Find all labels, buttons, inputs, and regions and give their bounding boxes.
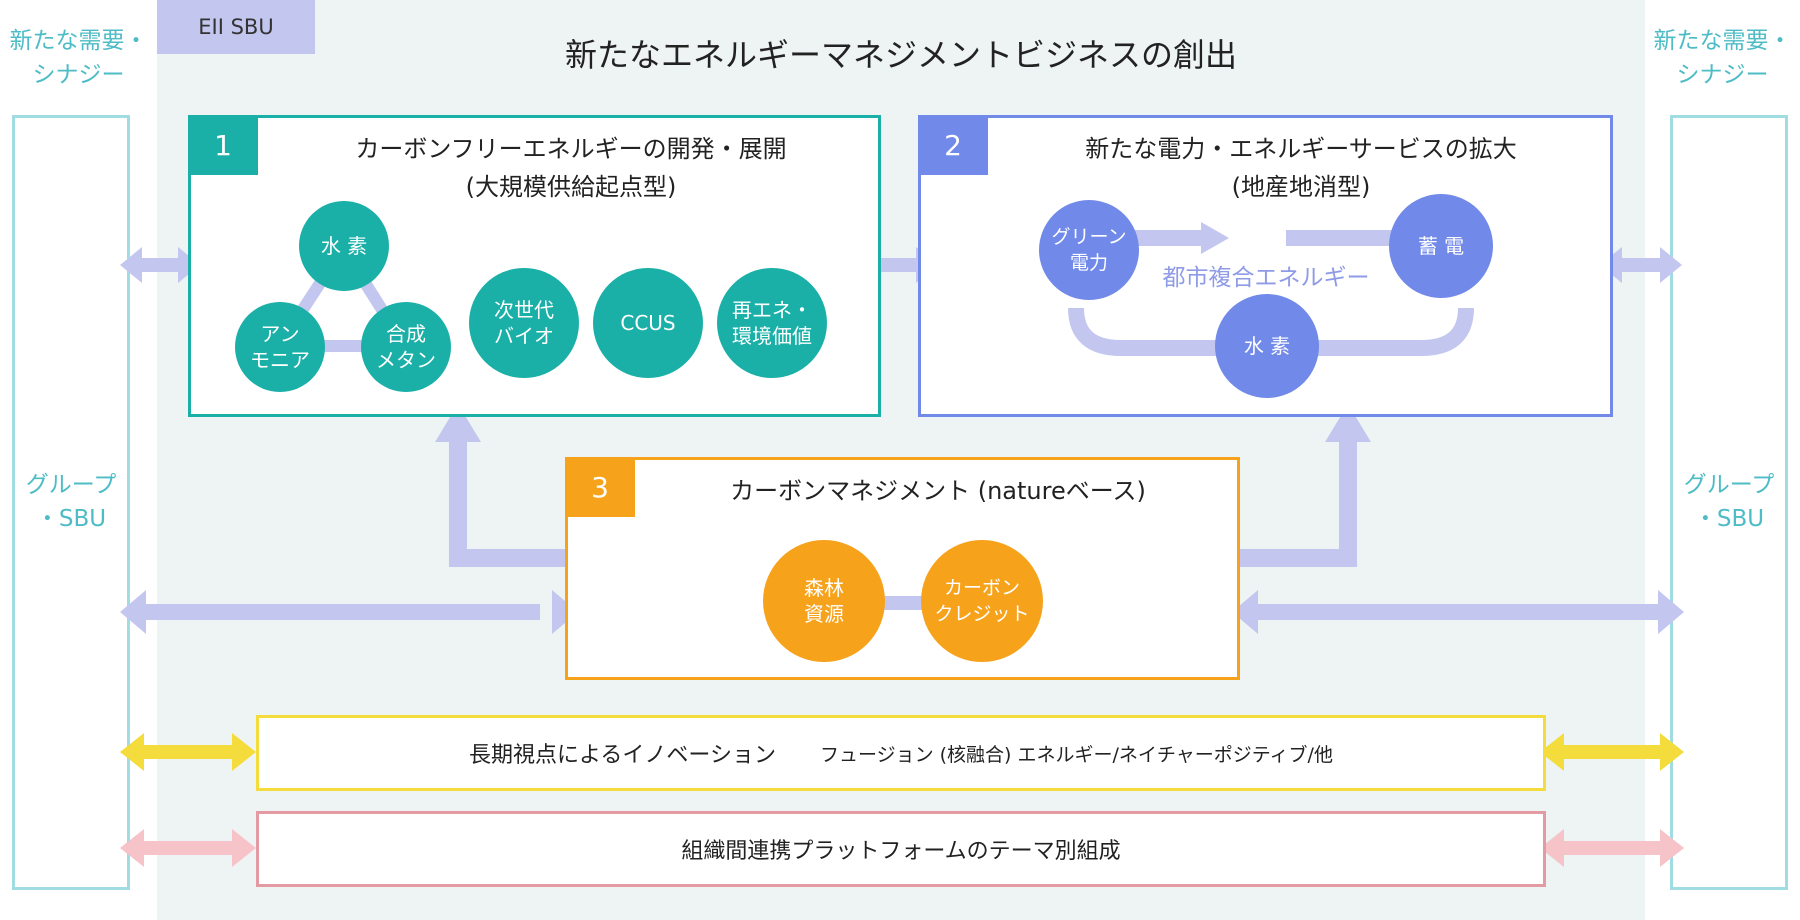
panel1-subtitle: (大規模供給起点型) <box>465 173 677 201</box>
circle-hydrogen: 水 素 <box>299 201 389 291</box>
eii-sbu-tag: EII SBU <box>157 0 315 54</box>
right-demand-label: 新たな需要・ シナジー <box>1653 28 1792 88</box>
circle-synthetic-methane: 合成 メタン <box>361 302 451 392</box>
right-group-box: グループ ・SBU <box>1670 115 1788 890</box>
yellow-arrow-left <box>120 733 256 771</box>
feed-arrow-to-panel1 <box>449 440 565 567</box>
yellow-arrow-right <box>1540 733 1684 771</box>
left-group-label: グループ ・SBU <box>25 472 117 532</box>
triangle-connector <box>267 236 416 352</box>
innovation-bar: 長期視点によるイノベーション フュージョン (核融合) エネルギー/ネイチャーポ… <box>256 715 1546 791</box>
circle-ammonia: アン モニア <box>235 302 325 392</box>
circle-ccus: CCUS <box>593 268 703 378</box>
panel-carbon-management: 3 カーボンマネジメント (natureベース) 森林 資源 カーボン クレジッ… <box>565 457 1240 680</box>
innovation-detail: フュージョン (核融合) エネルギー/ネイチャーポジティブ/他 <box>819 743 1333 766</box>
platform-title: 組織間連携プラットフォームのテーマ別組成 <box>681 839 1121 864</box>
double-arrow-left-panel3 <box>120 590 578 634</box>
platform-bar: 組織間連携プラットフォームのテーマ別組成 <box>256 811 1546 887</box>
panel1-number: 1 <box>188 115 258 175</box>
circle-forest-resource: 森林 資源 <box>763 540 885 662</box>
panel-carbon-free: 1 カーボンフリーエネルギーの開発・展開 (大規模供給起点型) 水 素 アン モ… <box>188 115 881 417</box>
left-demand-label: 新たな需要・ シナジー <box>9 28 148 88</box>
panel3-title: カーボンマネジメント (natureベース) <box>730 477 1146 505</box>
circle-storage: 蓄 電 <box>1389 194 1493 298</box>
right-group-label: グループ ・SBU <box>1683 472 1775 532</box>
panel2-subtitle: (地産地消型) <box>1231 173 1371 201</box>
loop-connector <box>1068 222 1474 356</box>
left-group-box: グループ ・SBU <box>12 115 130 890</box>
circle-hydrogen-2: 水 素 <box>1215 294 1319 398</box>
urban-energy-label: 都市複合エネルギー <box>1162 265 1370 291</box>
panel2-number: 2 <box>918 115 988 175</box>
circle-green-power: グリーン 電力 <box>1039 200 1139 300</box>
circle-renewable-env-value: 再エネ・ 環境価値 <box>717 268 827 378</box>
feed-arrowhead-panel1 <box>435 404 481 442</box>
feed-arrow-to-panel2 <box>1240 440 1357 567</box>
pink-arrow-right <box>1540 829 1684 867</box>
panel1-title: カーボンフリーエネルギーの開発・展開 <box>355 135 787 163</box>
double-arrow-panel2-right <box>1600 247 1682 283</box>
pink-arrow-left <box>120 829 256 867</box>
panel2-title: 新たな電力・エネルギーサービスの拡大 <box>1085 135 1517 163</box>
innovation-title: 長期視点によるイノベーション <box>469 743 776 768</box>
page-title: 新たなエネルギーマネジメントビジネスの創出 <box>564 36 1237 74</box>
feed-arrowhead-panel2 <box>1325 404 1371 442</box>
circle-next-gen-bio: 次世代 バイオ <box>469 268 579 378</box>
double-arrow-panel3-right <box>1232 590 1684 634</box>
panel-energy-services: 2 新たな電力・エネルギーサービスの拡大 (地産地消型) グリーン 電力 蓄 電… <box>918 115 1613 417</box>
panel3-number: 3 <box>565 457 635 517</box>
circle-carbon-credit: カーボン クレジット <box>921 540 1043 662</box>
